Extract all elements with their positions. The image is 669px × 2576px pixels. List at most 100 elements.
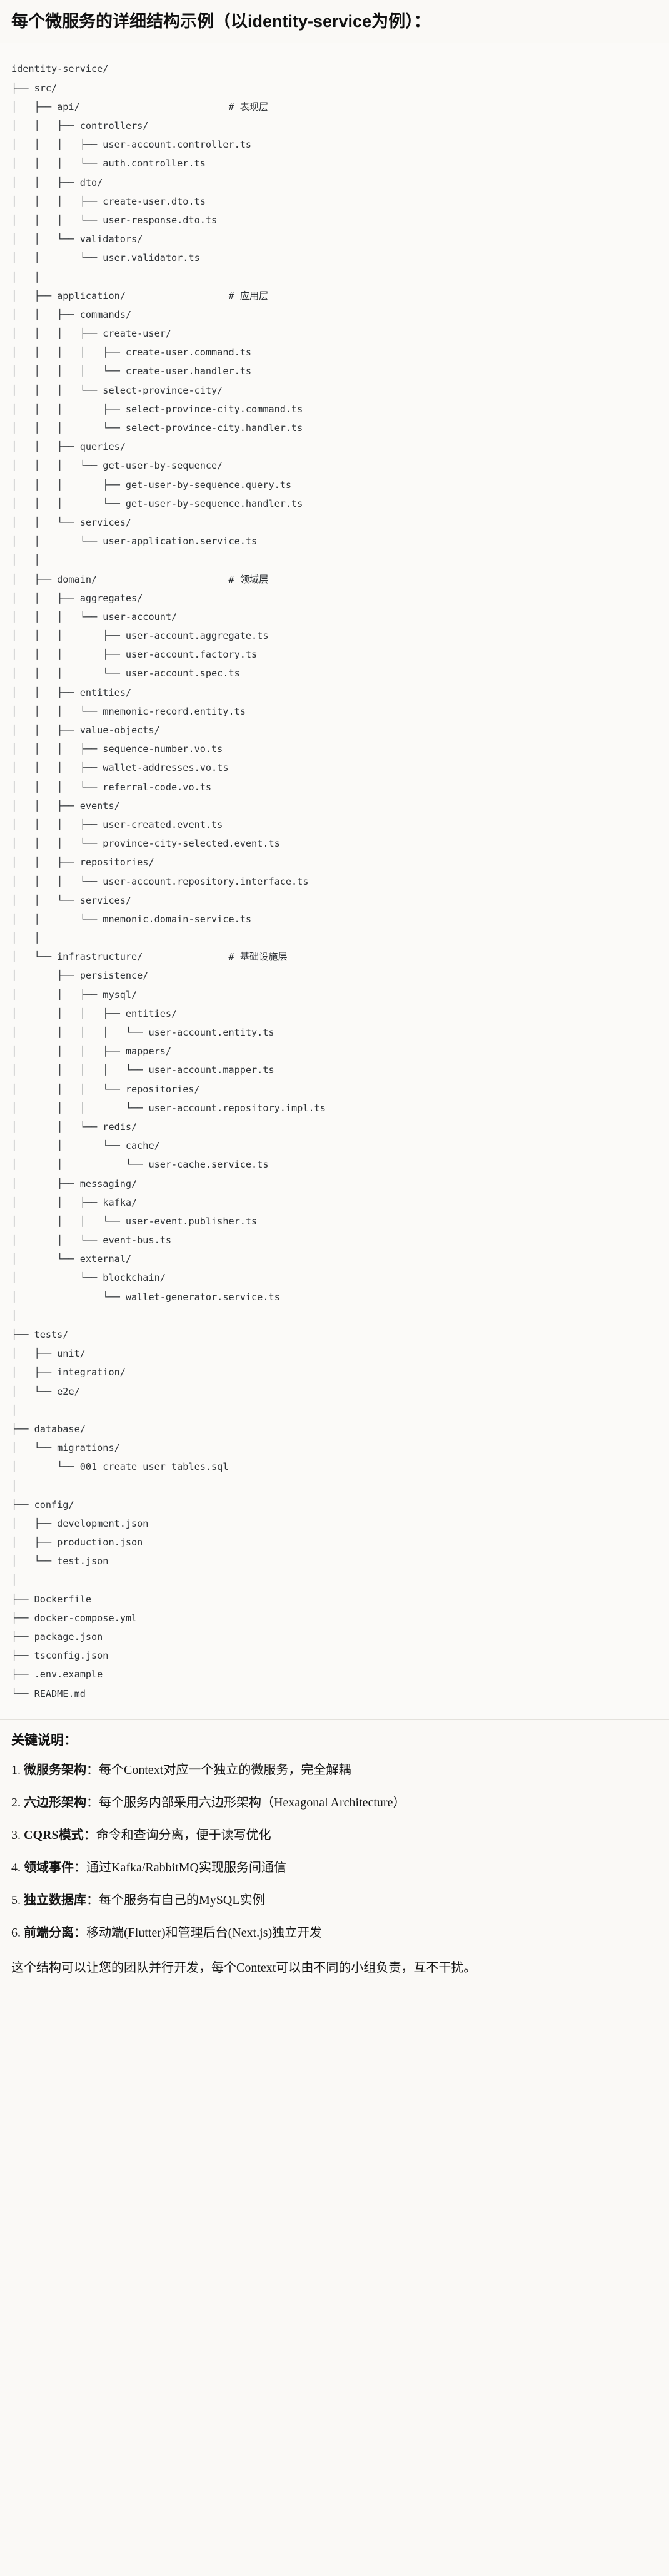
tree-line: │ [11, 1574, 18, 1586]
tree-line: ├── database/ [11, 1423, 86, 1435]
tree-line: │ │ │ └── user-account.repository.interf… [11, 875, 309, 887]
tree-line: │ │ │ └── province-city-selected.event.t… [11, 838, 280, 850]
tree-line: │ │ │ └── mnemonic-record.entity.ts [11, 705, 246, 717]
tree-line: │ │ │ ├── user-account.aggregate.ts [11, 630, 269, 642]
tree-line: │ │ │ ├── entities/ [11, 1007, 178, 1019]
tree-line: │ │ │ └── get-user-by-sequence/ [11, 460, 223, 472]
tree-line: │ │ │ ├── sequence-number.vo.ts [11, 743, 223, 755]
key-note-term: 六边形架构 [24, 1796, 86, 1810]
tree-line: │ ├── unit/ [11, 1348, 86, 1360]
tree-line: │ │ └── mnemonic.domain-service.ts [11, 913, 252, 925]
key-note-item: 领域事件：通过Kafka/RabbitMQ实现服务间通信 [11, 1858, 658, 1877]
key-note-description: 每个服务有自己的MySQL实例 [99, 1893, 265, 1908]
closing-paragraph: 这个结构可以让您的团队并行开发，每个Context可以由不同的小组负责，互不干扰… [11, 1961, 476, 1975]
tree-line: ├── src/ [11, 82, 58, 94]
tree-line: │ └── infrastructure/ # 基础设施层 [11, 951, 288, 963]
key-note-term: CQRS模式 [24, 1828, 84, 1843]
key-note-description: 通过Kafka/RabbitMQ实现服务间通信 [86, 1861, 286, 1875]
tree-line: │ [11, 1310, 18, 1321]
tree-line: │ └── wallet-generator.service.ts [11, 1291, 280, 1303]
key-note-separator: ： [86, 1763, 99, 1778]
tree-line: │ │ └── services/ [11, 894, 132, 906]
key-note-separator: ： [74, 1861, 86, 1875]
directory-tree-block: identity-service/ ├── src/ │ ├── api/ # 表现… [0, 43, 669, 1719]
tree-line: │ │ │ └── select-province-city.handler.t… [11, 422, 303, 434]
key-note-item: 微服务架构：每个Context对应一个独立的微服务，完全解耦 [11, 1761, 658, 1779]
tree-line: ├── tsconfig.json [11, 1650, 109, 1662]
tree-line: │ │ └── event-bus.ts [11, 1235, 172, 1246]
tree-line: │ │ ├── events/ [11, 800, 120, 812]
tree-line: │ │ │ ├── create-user.dto.ts [11, 195, 206, 207]
key-notes-heading: 关键说明： [11, 1733, 77, 1748]
key-note-term: 微服务架构 [24, 1763, 86, 1778]
tree-line: │ ├── application/ # 应用层 [11, 290, 269, 302]
tree-line: │ └── external/ [11, 1253, 132, 1265]
tree-line: │ └── blockchain/ [11, 1272, 166, 1284]
key-note-item: 六边形架构：每个服务内部采用六边形架构（Hexagonal Architectu… [11, 1793, 658, 1812]
tree-line: │ [11, 1480, 18, 1492]
tree-line: │ │ │ ├── user-account.factory.ts [11, 649, 258, 661]
tree-line: │ │ │ ├── mappers/ [11, 1046, 172, 1057]
tree-line: │ │ ├── kafka/ [11, 1196, 138, 1208]
tree-line: │ │ │ ├── select-province-city.command.t… [11, 403, 303, 415]
tree-line: │ │ │ │ ├── create-user.command.ts [11, 347, 252, 359]
tree-line: │ [11, 1404, 18, 1416]
tree-line: │ └── migrations/ [11, 1442, 120, 1454]
tree-line: ├── tests/ [11, 1329, 69, 1340]
tree-line: │ └── test.json [11, 1555, 109, 1567]
tree-line: │ │ ├── controllers/ [11, 120, 149, 131]
tree-line: │ │ │ ├── user-created.event.ts [11, 818, 223, 830]
tree-line: │ │ │ └── user-account.repository.impl.t… [11, 1102, 326, 1114]
tree-line: │ │ │ └── referral-code.vo.ts [11, 781, 212, 793]
tree-line: │ │ │ │ └── create-user.handler.ts [11, 365, 252, 377]
key-note-item: 前端分离：移动端(Flutter)和管理后台(Next.js)独立开发 [11, 1923, 658, 1942]
document-page: 每个微服务的详细结构示例（以identity-service为例）： ident… [0, 0, 669, 2000]
tree-line: │ │ └── services/ [11, 516, 132, 528]
tree-line: │ │ └── validators/ [11, 233, 143, 245]
key-note-separator: ： [83, 1828, 96, 1843]
directory-tree: identity-service/ ├── src/ │ ├── api/ # 表现… [11, 59, 658, 1703]
tree-line: │ │ │ └── repositories/ [11, 1083, 200, 1095]
tree-line: └── README.md [11, 1688, 86, 1699]
key-note-item: 独立数据库：每个服务有自己的MySQL实例 [11, 1891, 658, 1910]
tree-line: │ │ │ └── user-event.publisher.ts [11, 1215, 258, 1227]
tree-line: │ │ │ └── get-user-by-sequence.handler.t… [11, 497, 303, 509]
key-note-separator: ： [74, 1926, 86, 1940]
tree-line: │ ├── integration/ [11, 1367, 126, 1378]
tree-line: │ ├── production.json [11, 1537, 143, 1549]
tree-line: │ │ [11, 932, 40, 944]
tree-line: │ │ ├── dto/ [11, 176, 103, 188]
key-notes-section: 关键说明： 微服务架构：每个Context对应一个独立的微服务，完全解耦六边形架… [0, 1720, 669, 1994]
tree-line: │ │ [11, 554, 40, 566]
tree-line: │ │ │ ├── wallet-addresses.vo.ts [11, 762, 229, 774]
tree-line: │ │ ├── queries/ [11, 441, 126, 453]
key-note-term: 领域事件 [24, 1861, 74, 1875]
tree-line: │ └── 001_create_user_tables.sql [11, 1461, 229, 1473]
key-note-description: 移动端(Flutter)和管理后台(Next.js)独立开发 [86, 1926, 323, 1940]
tree-line: │ │ └── cache/ [11, 1140, 160, 1152]
tree-line: ├── package.json [11, 1631, 103, 1642]
tree-line: │ │ ├── mysql/ [11, 989, 138, 1000]
key-note-term: 前端分离 [24, 1926, 74, 1940]
key-note-term: 独立数据库 [24, 1893, 86, 1908]
key-note-description: 每个Context对应一个独立的微服务，完全解耦 [99, 1763, 351, 1778]
tree-line: │ │ │ └── user-account/ [11, 611, 178, 623]
tree-line: │ │ ├── commands/ [11, 308, 132, 320]
tree-line: │ │ ├── aggregates/ [11, 592, 143, 604]
tree-line: │ │ │ ├── user-account.controller.ts [11, 139, 252, 151]
tree-line: ├── docker-compose.yml [11, 1612, 138, 1624]
tree-line: │ │ │ └── auth.controller.ts [11, 158, 206, 170]
notes-divider [0, 1719, 669, 1720]
tree-line: │ │ │ ├── create-user/ [11, 328, 172, 340]
key-note-separator: ： [86, 1796, 99, 1810]
tree-line: │ │ └── redis/ [11, 1121, 138, 1133]
tree-line: │ ├── api/ # 表现层 [11, 101, 269, 113]
tree-line: identity-service/ [11, 63, 109, 75]
tree-line: ├── Dockerfile [11, 1593, 92, 1605]
key-note-separator: ： [86, 1893, 99, 1908]
key-notes-list: 微服务架构：每个Context对应一个独立的微服务，完全解耦六边形架构：每个服务… [11, 1761, 658, 1942]
tree-line: │ ├── development.json [11, 1517, 149, 1529]
tree-line: │ │ │ └── user-response.dto.ts [11, 214, 218, 226]
key-note-description: 命令和查询分离，便于读写优化 [96, 1828, 271, 1843]
tree-line: │ │ │ │ └── user-account.mapper.ts [11, 1064, 274, 1076]
